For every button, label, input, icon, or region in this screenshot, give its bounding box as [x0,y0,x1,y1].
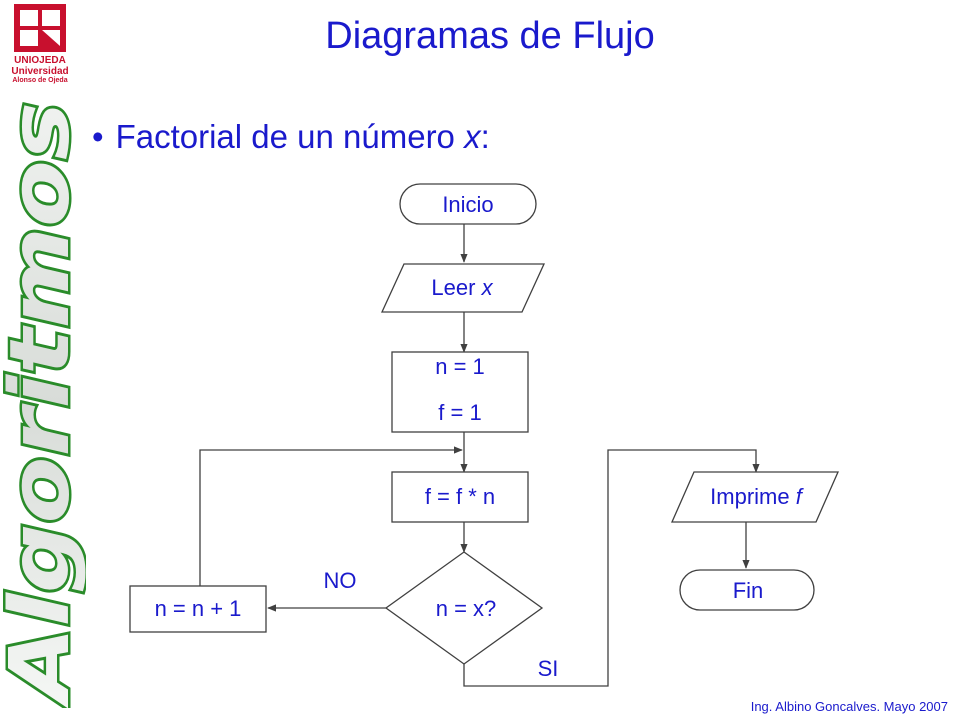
bullet-text: Factorial de un número [115,118,465,155]
logo-square-top-right [42,10,60,26]
node-decision-label: n = x? [436,596,497,621]
node-init: n = 1 f = 1 [391,351,529,433]
logo-triangle [42,30,60,46]
node-leer-prefix: Leer [431,275,481,300]
node-fin: Fin [679,569,815,611]
node-fin-label: Fin [733,578,764,603]
edge-label-si: SI [538,656,559,681]
edge-increment-loop-back [199,446,463,586]
node-print-label: Imprime f [710,484,805,509]
side-word-text: Algoritmos [0,102,86,708]
side-word-graphic: Algoritmos [0,100,86,709]
node-init-line1: n = 1 [435,354,485,379]
logo-text: UNIOJEDA Universidad Alonso de Ojeda [4,55,76,84]
bullet-dot: • [92,118,104,155]
logo-square-bottom-left [20,30,38,46]
logo-square-top-left [20,10,38,26]
node-leer-variable: x [481,275,494,300]
edge-label-no: NO [324,568,357,593]
node-init-line2: f = 1 [438,400,481,425]
footer-credit: Ing. Albino Goncalves. Mayo 2007 [750,699,948,714]
logo-line3: Alonso de Ojeda [12,77,68,84]
node-leer: Leer x [380,263,546,313]
node-multiply-label: f = f * n [425,484,495,509]
node-multiply: f = f * n [391,471,529,523]
node-inicio: Inicio [399,183,537,225]
node-print-prefix: Imprime [710,484,796,509]
node-increment-label: n = n + 1 [155,596,242,621]
node-increment: n = n + 1 [129,585,267,633]
slide-title: Diagramas de Flujo [325,15,655,57]
university-logo [14,4,66,52]
bullet-variable: x [464,118,481,155]
node-inicio-label: Inicio [442,192,493,217]
logo-name: UNIOJEDA [14,55,66,66]
node-print-variable: f [796,484,805,509]
bullet-line: • Factorial de un número x: [92,118,490,156]
node-decision: n = x? [384,551,544,665]
bullet-suffix: : [480,118,490,155]
logo-line2: Universidad [11,65,69,77]
node-print: Imprime f [671,471,839,523]
node-leer-label: Leer x [431,275,493,300]
edge-decision-si-to-print [463,449,760,687]
